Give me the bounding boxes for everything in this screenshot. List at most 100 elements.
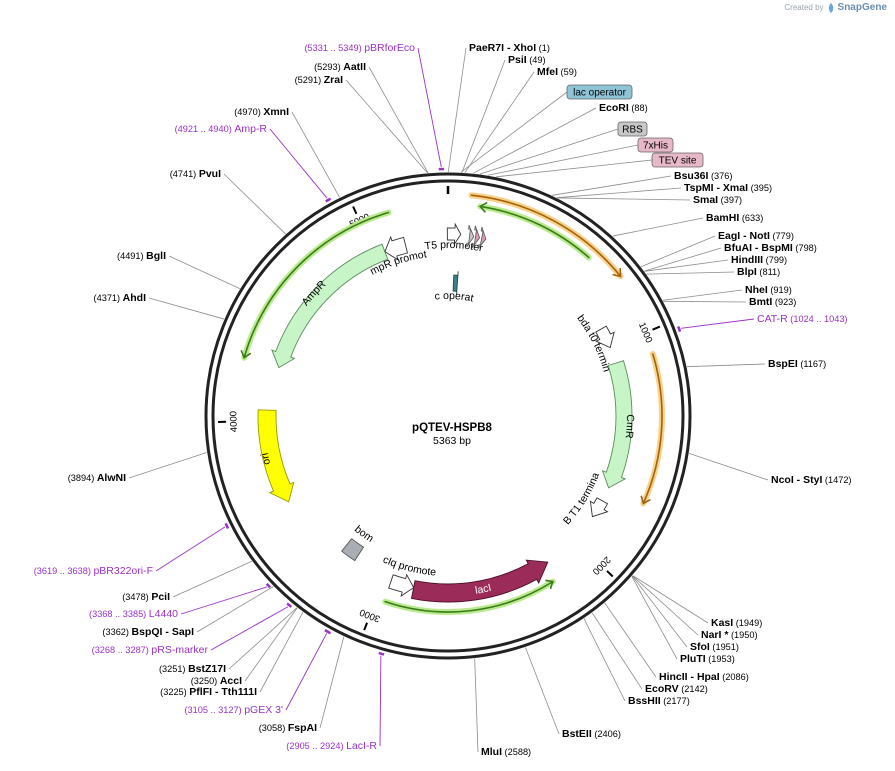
site-label[interactable]: (3478) PciI (122, 591, 170, 603)
site-label[interactable]: NcoI - StyI (1472) (771, 474, 852, 486)
feature-shape[interactable] (271, 243, 389, 369)
site-label[interactable]: (4970) XmnI (234, 106, 289, 118)
feature-laciq-promoter[interactable]: lacIq promoter (0, 0, 437, 598)
site-sfoi[interactable]: SfoI (1951) (690, 641, 739, 653)
feature-tag-box[interactable] (566, 84, 633, 100)
feature-shape[interactable] (341, 538, 365, 562)
site-aatii[interactable]: (5293) AatII (314, 61, 366, 73)
site-ecorv[interactable]: EcoRV (2142) (645, 683, 708, 695)
feature-shape[interactable] (388, 573, 415, 598)
site-label[interactable]: PaeR7I - XhoI (1) (469, 42, 550, 54)
site-psii[interactable]: PsiI (49) (508, 54, 546, 66)
site-label[interactable]: (3250) AccI (191, 675, 242, 687)
site-label[interactable]: (3894) AlwNI (68, 472, 126, 484)
site-pflfi[interactable]: (3225) PflFI - Tth111I (160, 686, 257, 698)
site-hincii[interactable]: HincII - HpaI (2086) (659, 671, 749, 683)
feature-shape[interactable] (595, 325, 615, 349)
site-label[interactable]: BamHI (633) (706, 212, 763, 224)
feature-bom[interactable]: bom (341, 520, 385, 562)
site-nhei[interactable]: NheI (919) (745, 284, 792, 296)
site-label[interactable]: (3058) FspAI (259, 722, 317, 734)
feature-tag-box[interactable] (637, 137, 674, 153)
site-label[interactable]: HincII - HpaI (2086) (659, 671, 749, 683)
site-bspei[interactable]: BspEI (1167) (768, 358, 826, 370)
site-label[interactable]: MluI (2588) (481, 746, 531, 758)
site-label[interactable]: KasI (1949) (711, 617, 762, 629)
site-alwni[interactable]: (3894) AlwNI (68, 472, 126, 484)
site-blpi[interactable]: BlpI (811) (737, 266, 780, 278)
feature-tag-box[interactable] (651, 152, 704, 168)
primer-label[interactable]: (3619 .. 3638) pBR322ori-F (34, 565, 153, 577)
site-pvui[interactable]: (4741) PvuI (170, 168, 221, 180)
site-ecori[interactable]: EcoRI (88) (599, 102, 648, 114)
site-label[interactable]: PsiI (49) (508, 54, 546, 66)
site-eagi[interactable]: EagI - NotI (779) (718, 230, 794, 242)
site-bgli[interactable]: (4491) BglI (117, 250, 166, 262)
site-label[interactable]: BstEII (2406) (562, 728, 621, 740)
site-bsu36i[interactable]: Bsu36I (376) (674, 170, 732, 182)
site-label[interactable]: (4491) BglI (117, 250, 166, 262)
site-label[interactable]: SfoI (1951) (690, 641, 739, 653)
site-label[interactable]: EcoRI (88) (599, 102, 648, 114)
primer-label[interactable]: (3268 .. 3287) pRS-marker (92, 644, 209, 656)
site-label[interactable]: (4741) PvuI (170, 168, 221, 180)
site-smai[interactable]: SmaI (397) (693, 194, 742, 206)
site-label[interactable]: NheI (919) (745, 284, 792, 296)
site-label[interactable]: SmaI (397) (693, 194, 742, 206)
primer-l4440[interactable]: (3368 .. 3385) L4440 (89, 608, 178, 620)
feature-shape[interactable] (601, 360, 633, 489)
site-label[interactable]: EcoRV (2142) (645, 683, 708, 695)
site-label[interactable]: BlpI (811) (737, 266, 780, 278)
site-label[interactable]: BfuAI - BspMI (798) (724, 242, 817, 254)
primer-pbr322ori-f[interactable]: (3619 .. 3638) pBR322ori-F (34, 565, 153, 577)
site-label[interactable]: (3362) BspQI - SapI (102, 626, 194, 638)
site-label[interactable]: EagI - NotI (779) (718, 230, 794, 242)
site-bspqi[interactable]: (3362) BspQI - SapI (102, 626, 194, 638)
feature-laci[interactable]: lacI (372, 536, 582, 603)
site-kasi[interactable]: KasI (1949) (711, 617, 762, 629)
site-label[interactable]: HindIII (799) (731, 254, 787, 266)
site-acci[interactable]: (3250) AccI (191, 675, 242, 687)
feature-cmr[interactable]: CmR (592, 327, 636, 523)
site-bsshii[interactable]: BssHII (2177) (628, 695, 690, 707)
feature-tag-lac-operator[interactable]: lac operator (566, 84, 633, 100)
site-label[interactable]: Bsu36I (376) (674, 170, 732, 182)
site-label[interactable]: NarI * (1950) (701, 629, 758, 641)
site-tspmi[interactable]: TspMI - XmaI (395) (684, 182, 772, 194)
site-xmni[interactable]: (4970) XmnI (234, 106, 289, 118)
site-label[interactable]: PluTI (1953) (680, 653, 735, 665)
site-label[interactable]: MfeI (59) (537, 66, 577, 78)
site-label[interactable]: (3225) PflFI - Tth111I (160, 686, 257, 698)
primer-cat-r[interactable]: CAT-R (1024 .. 1043) (757, 313, 848, 325)
primer-label[interactable]: (5331 .. 5349) pBRforEco (304, 42, 415, 54)
site-bsteii[interactable]: BstEII (2406) (562, 728, 621, 740)
site-pcii[interactable]: (3478) PciI (122, 591, 170, 603)
site-bfuai[interactable]: BfuAI - BspMI (798) (724, 242, 817, 254)
site-label[interactable]: BmtI (923) (749, 296, 796, 308)
primer-pgex-3[interactable]: (3105 .. 3127) pGEX 3' (184, 704, 283, 716)
feature-shape[interactable] (452, 271, 459, 296)
feature-shape[interactable] (446, 222, 462, 246)
feature-tag-7xhis[interactable]: 7xHis (637, 137, 674, 153)
primer-label[interactable]: (2905 .. 2924) LacI-R (286, 740, 377, 752)
site-bstz17i[interactable]: (3251) BstZ17I (159, 663, 226, 675)
primer-amp-r[interactable]: (4921 .. 4940) Amp-R (175, 123, 268, 135)
feature-shape[interactable] (257, 409, 295, 503)
site-pluti[interactable]: PluTI (1953) (680, 653, 735, 665)
feature-ori[interactable]: ori (257, 381, 302, 528)
site-label[interactable]: (3251) BstZ17I (159, 663, 226, 675)
site-ncoi[interactable]: NcoI - StyI (1472) (771, 474, 852, 486)
primer-label[interactable]: CAT-R (1024 .. 1043) (757, 313, 848, 325)
site-fspai[interactable]: (3058) FspAI (259, 722, 317, 734)
feature-tag-box[interactable] (617, 121, 648, 137)
feature-shape[interactable] (384, 235, 409, 261)
primer-prs-marker[interactable]: (3268 .. 3287) pRS-marker (92, 644, 209, 656)
feature-shape[interactable] (410, 559, 549, 603)
site-ahdi[interactable]: (4371) AhdI (94, 292, 147, 304)
site-zrai[interactable]: (5291) ZraI (295, 74, 343, 86)
site-label[interactable]: TspMI - XmaI (395) (684, 182, 772, 194)
primer-label[interactable]: (3105 .. 3127) pGEX 3' (184, 704, 283, 716)
site-label[interactable]: (5293) AatII (314, 61, 366, 73)
primer-laci-r[interactable]: (2905 .. 2924) LacI-R (286, 740, 377, 752)
primer-label[interactable]: (3368 .. 3385) L4440 (89, 608, 178, 620)
